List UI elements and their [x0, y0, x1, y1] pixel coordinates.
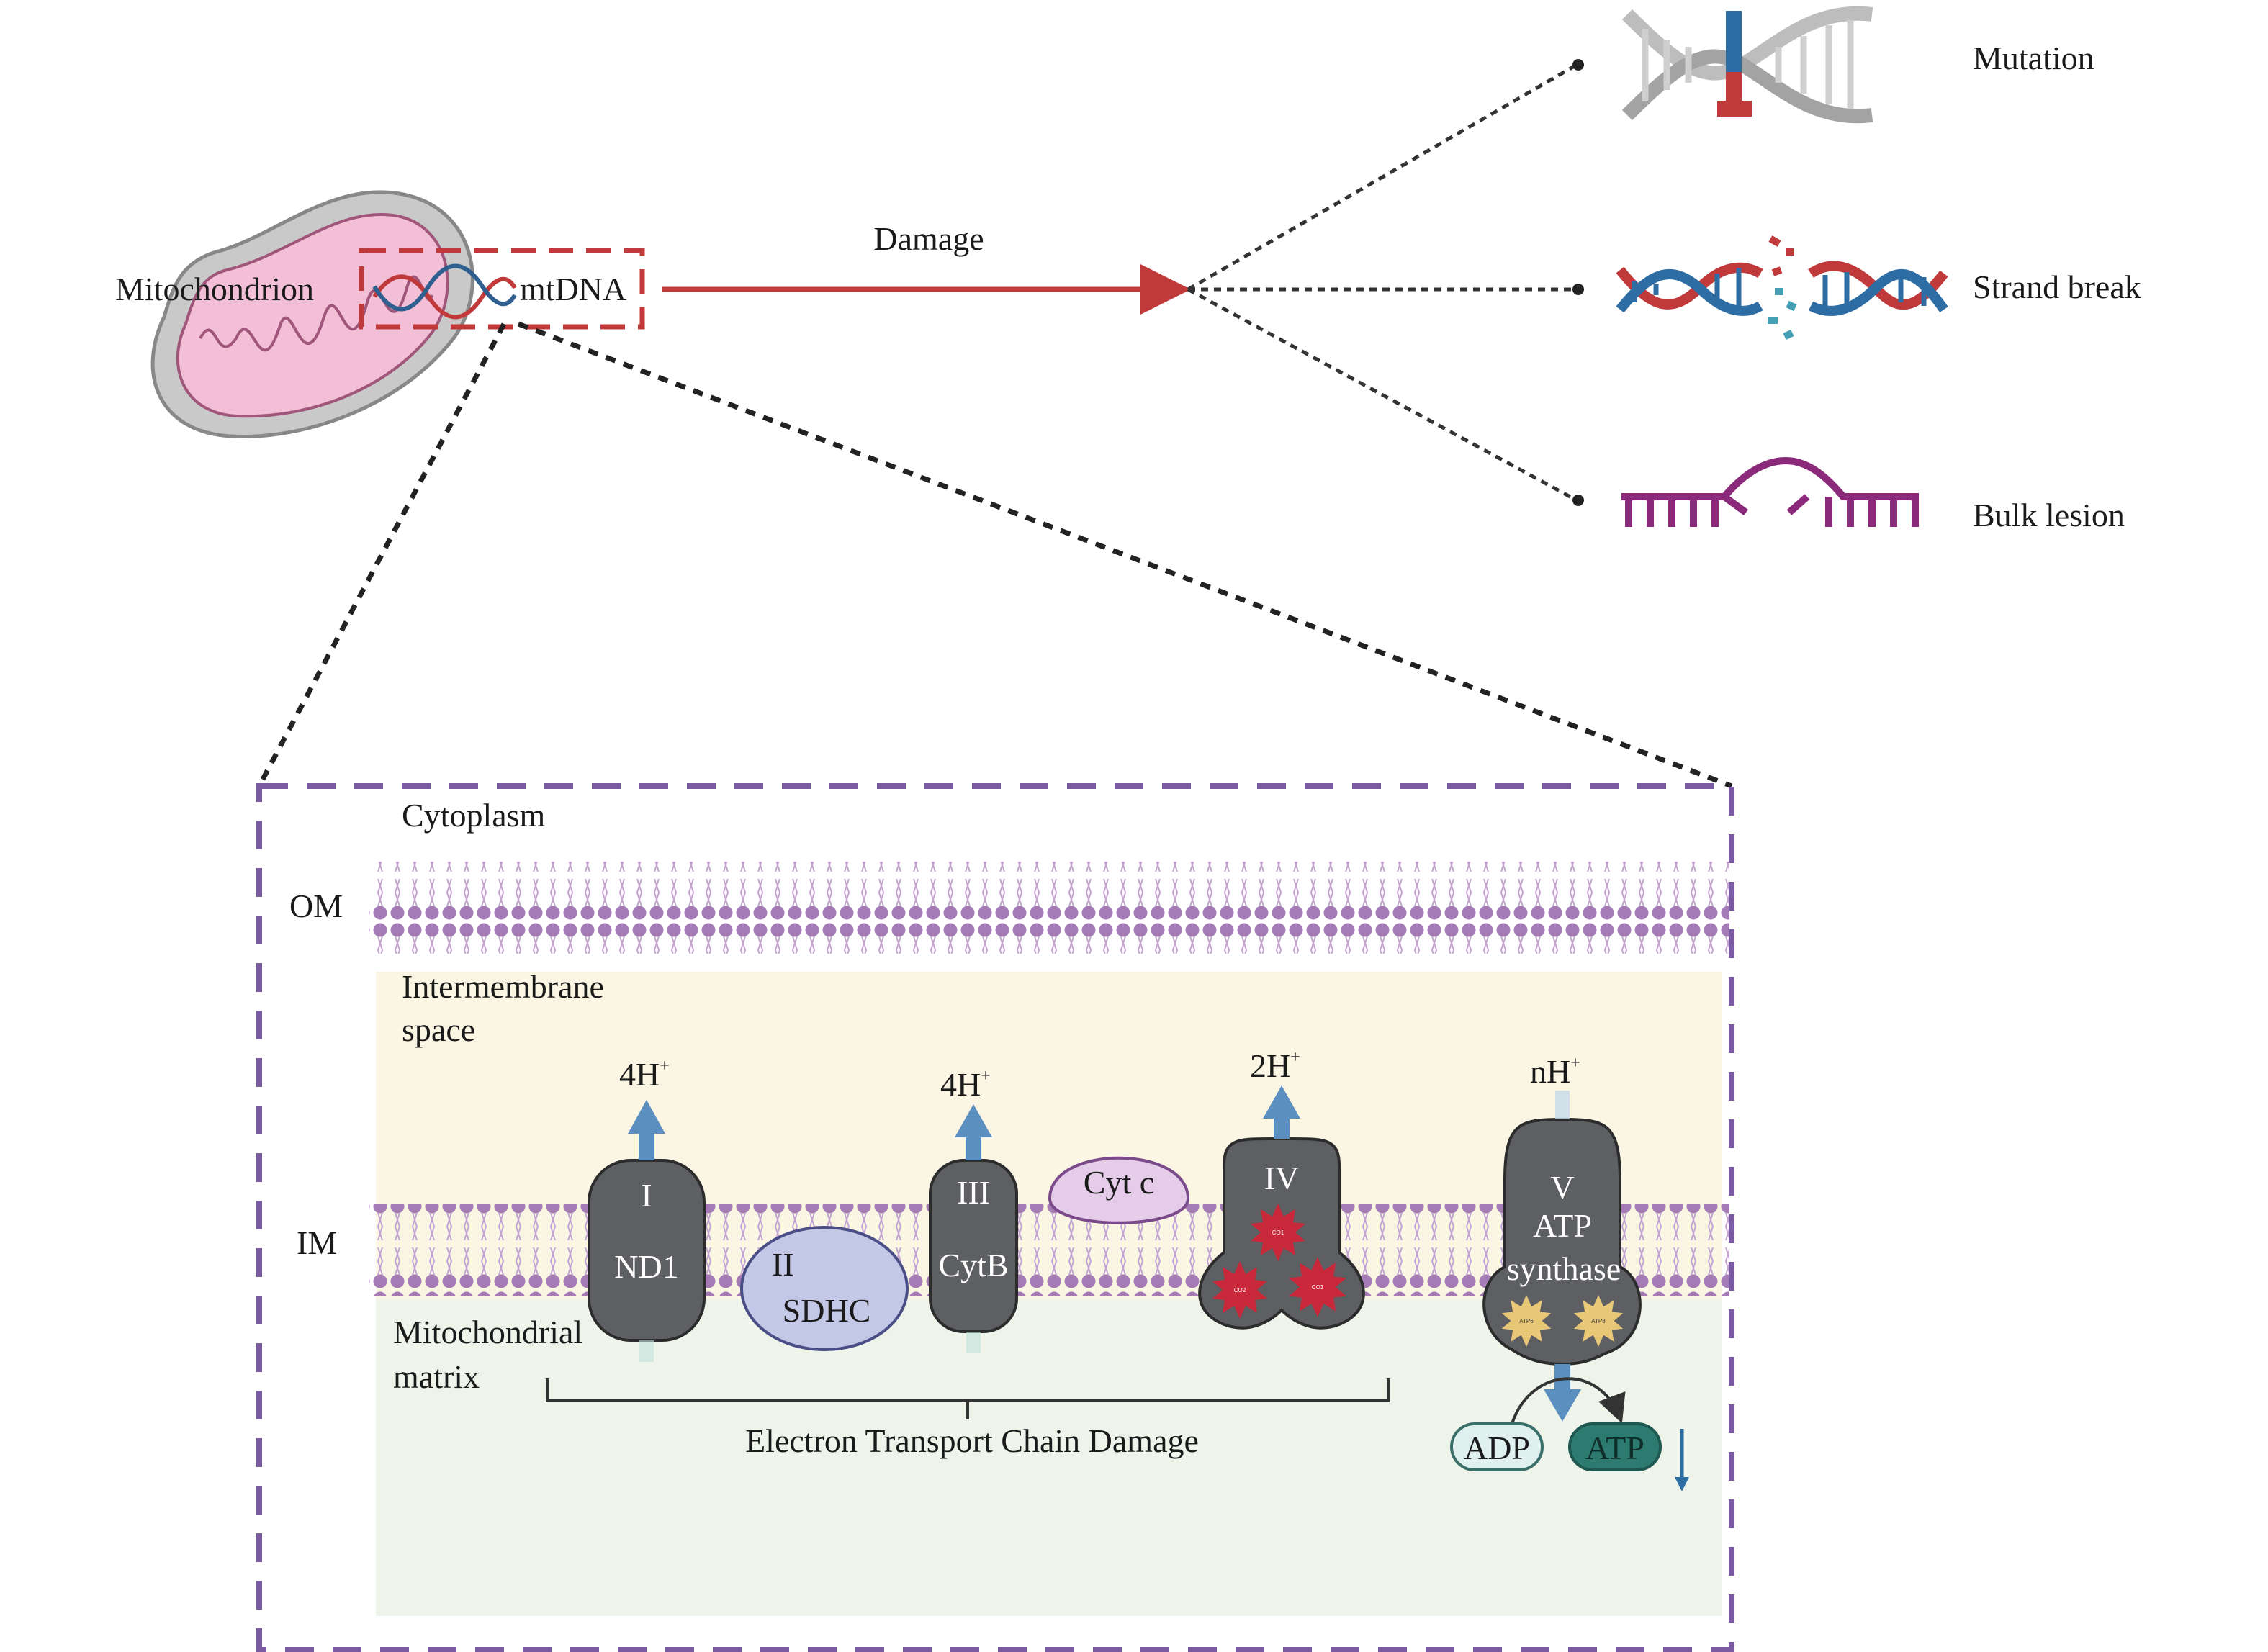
outer-membrane: [369, 862, 1729, 954]
atp-decrease-arrow-head: [1675, 1477, 1689, 1491]
complex-i-proton: 4H+: [619, 1056, 670, 1093]
outcome-label-mutation: Mutation: [1973, 40, 2094, 76]
outcome-label-bulk-lesion: Bulk lesion: [1973, 497, 2125, 533]
connector-dot-strand-break: [1572, 284, 1584, 295]
complex-i: I ND1 4H+: [588, 1056, 706, 1362]
cytochrome-c: Cyt c: [1048, 1156, 1190, 1224]
atp8-damage-star: ATP8: [1573, 1295, 1624, 1347]
strand-break-dna-icon: [1616, 235, 1948, 340]
connector-dot-bulk-lesion: [1572, 495, 1584, 506]
cytc-label: Cyt c: [1084, 1164, 1154, 1201]
mtdna-helix-icon: [372, 263, 517, 320]
im-label: IM: [297, 1224, 337, 1261]
svg-text:CO1: CO1: [1272, 1229, 1284, 1236]
adp-pill: [1450, 1422, 1544, 1471]
complex-iii-numeral: III: [957, 1174, 990, 1211]
complex-v-line1: ATP: [1533, 1207, 1592, 1244]
co3-damage-star: CO3: [1289, 1257, 1346, 1317]
bulk-lesion-icon: [1621, 456, 1919, 527]
complex-iii: III CytB 4H+: [929, 1066, 1018, 1353]
atp-pill: [1568, 1422, 1662, 1471]
intermembrane-label-line1: Intermembrane: [402, 968, 604, 1005]
mtdna-label: mtDNA: [520, 271, 626, 307]
svg-text:ATP6: ATP6: [1519, 1318, 1534, 1324]
complex-iii-proton: 4H+: [940, 1066, 991, 1103]
matrix-label-line2: matrix: [393, 1358, 480, 1395]
om-label: OM: [289, 888, 343, 924]
cytoplasm-label: Cytoplasm: [402, 797, 546, 834]
complex-iv: IV CO1 CO2 CO3 2H+: [1198, 1047, 1365, 1330]
complex-iii-gene: CytB: [938, 1247, 1008, 1283]
complex-iv-proton-arrow-head: [1263, 1085, 1300, 1119]
inset-border: [256, 783, 1734, 1652]
matrix-label-line1: Mitochondrial: [393, 1314, 582, 1350]
etc-inset: Cytoplasm OM Intermembrane space IM Mito…: [256, 783, 1734, 1652]
svg-text:CO3: CO3: [1312, 1284, 1324, 1291]
mitochondrion-illustration: [150, 190, 474, 438]
complex-v-proton-down-head: [1544, 1389, 1581, 1422]
outcome-connectors: [1187, 63, 1578, 502]
svg-text:ATP8: ATP8: [1591, 1318, 1606, 1324]
complex-v-proton: nH+: [1530, 1053, 1580, 1090]
zoom-connectors: [256, 321, 1733, 789]
connector-dot-mutation: [1572, 59, 1584, 71]
complex-v-numeral: V: [1550, 1169, 1574, 1206]
atp-label: ATP: [1585, 1430, 1644, 1466]
damage-label: Damage: [873, 220, 984, 257]
intermembrane-label-line2: space: [402, 1011, 475, 1048]
atp6-damage-star: ATP6: [1501, 1295, 1552, 1347]
complex-v-atp-synthase: V ATP synthase ATP6 ATP8 nH+: [1482, 1053, 1642, 1430]
co2-damage-star: CO2: [1212, 1261, 1267, 1319]
adp-label: ADP: [1464, 1430, 1530, 1466]
etc-bracket: [546, 1378, 1390, 1419]
mitochondrion-label: Mitochondrion: [115, 271, 314, 307]
complex-i-proton-arrow-head: [628, 1100, 665, 1134]
complex-ii-gene: SDHC: [783, 1292, 871, 1329]
co1-damage-star: CO1: [1251, 1204, 1305, 1261]
etc-damage-label: Electron Transport Chain Damage: [745, 1422, 1199, 1459]
svg-text:CO2: CO2: [1234, 1287, 1246, 1294]
complex-ii-numeral: II: [772, 1246, 794, 1283]
complex-i-numeral: I: [641, 1177, 652, 1214]
complex-iv-numeral: IV: [1264, 1160, 1300, 1196]
complex-ii: II SDHC: [740, 1226, 909, 1351]
adp-to-atp-arrow: [1509, 1377, 1626, 1430]
complex-v-line2: synthase: [1507, 1250, 1621, 1287]
mutation-dna-icon: [1621, 6, 1873, 124]
outcome-label-strand-break: Strand break: [1973, 268, 2141, 305]
complex-iv-proton: 2H+: [1250, 1047, 1300, 1084]
complex-iii-proton-arrow-head: [955, 1104, 992, 1137]
complex-i-gene: ND1: [614, 1248, 678, 1285]
